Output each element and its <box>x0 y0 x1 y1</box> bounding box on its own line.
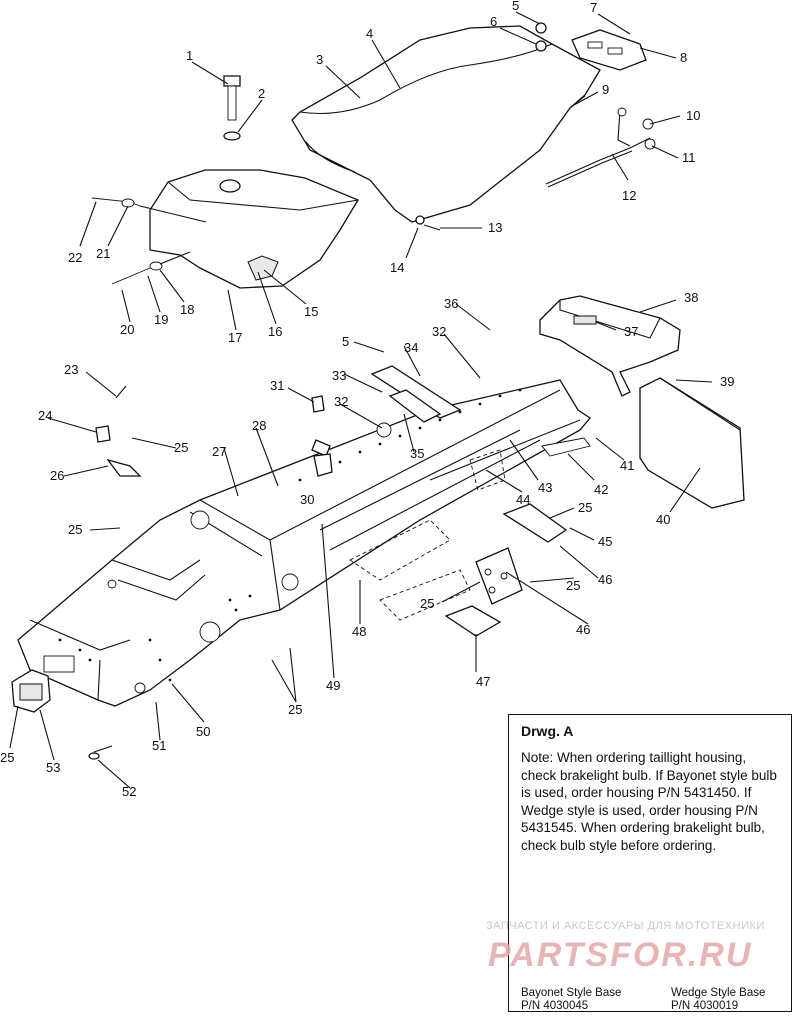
callout-11: 11 <box>682 150 696 165</box>
callout-33: 33 <box>332 368 346 383</box>
callout-50: 50 <box>196 724 210 739</box>
note-text: Note: When ordering taillight housing, c… <box>521 750 777 853</box>
callout-36: 36 <box>444 296 458 311</box>
bayonet-base-label: Bayonet Style Base P/N 4030045 <box>521 987 621 1013</box>
callout-15: 15 <box>304 304 318 319</box>
callout-17: 17 <box>228 330 242 345</box>
fuel-lines <box>91 197 163 285</box>
callout-39: 39 <box>720 374 734 389</box>
callout-53: 53 <box>46 760 60 775</box>
callout-43: 43 <box>538 480 552 495</box>
bayonet-base-name: Bayonet Style Base <box>521 987 622 999</box>
clip-parts <box>311 395 333 477</box>
callout-13: 13 <box>488 220 502 235</box>
callout-21: 21 <box>96 246 110 261</box>
leader-lines <box>9 11 713 789</box>
seat <box>291 25 601 223</box>
callout-20: 20 <box>120 322 134 337</box>
note-title: Drwg. A <box>521 723 574 739</box>
callout-37: 37 <box>624 324 638 339</box>
callout-47: 47 <box>476 674 490 689</box>
wedge-base-pn: P/N 4030019 <box>671 1000 739 1012</box>
callout-7: 7 <box>590 0 597 15</box>
callout-49: 49 <box>326 678 340 693</box>
callout-52: 52 <box>122 784 136 799</box>
callout-1: 1 <box>186 48 193 63</box>
callout-25-a: 25 <box>174 440 188 455</box>
callout-45: 45 <box>598 534 612 549</box>
callout-31: 31 <box>270 378 284 393</box>
callout-27: 27 <box>212 444 226 459</box>
callout-42: 42 <box>594 482 608 497</box>
stiffener-plates <box>370 365 462 438</box>
callout-32-a: 32 <box>334 394 348 409</box>
rear-bumper <box>539 295 681 397</box>
callout-25-f: 25 <box>288 702 302 717</box>
gas-tank <box>149 169 359 289</box>
callout-46-b: 46 <box>576 622 590 637</box>
slide-rail-brackets <box>444 503 568 637</box>
callout-28: 28 <box>252 418 266 433</box>
callout-23: 23 <box>64 362 78 377</box>
seat-bolt <box>415 215 441 231</box>
snow-flap <box>639 377 745 509</box>
callout-5-mid: 5 <box>342 334 349 349</box>
callout-41: 41 <box>620 458 634 473</box>
callout-32-b: 32 <box>432 324 446 339</box>
callout-25-d: 25 <box>566 578 580 593</box>
callout-10: 10 <box>686 108 700 123</box>
callout-26: 26 <box>50 468 64 483</box>
wiring-harness <box>545 107 656 188</box>
callout-30: 30 <box>300 492 314 507</box>
callout-48: 48 <box>352 624 366 639</box>
callout-2: 2 <box>258 86 265 101</box>
callout-25-b: 25 <box>68 522 82 537</box>
wedge-base-label: Wedge Style Base P/N 4030019 <box>671 987 765 1013</box>
bayonet-base-pn: P/N 4030045 <box>521 1000 589 1012</box>
callout-16: 16 <box>268 324 282 339</box>
callout-3: 3 <box>316 52 323 67</box>
callout-5-top: 5 <box>512 0 519 13</box>
wedge-base-name: Wedge Style Base <box>671 987 766 999</box>
note-panel: Drwg. A Note: When ordering taillight ho… <box>508 714 792 1012</box>
callout-24: 24 <box>38 408 52 423</box>
callout-14: 14 <box>390 260 404 275</box>
callout-35: 35 <box>410 446 424 461</box>
callout-25-c: 25 <box>578 500 592 515</box>
callout-40: 40 <box>656 512 670 527</box>
callout-51: 51 <box>152 738 166 753</box>
seat-strap <box>535 22 647 71</box>
callout-4: 4 <box>366 26 373 41</box>
callout-12: 12 <box>622 188 636 203</box>
callout-6: 6 <box>490 14 497 29</box>
callout-8: 8 <box>680 50 687 65</box>
cap <box>88 752 100 760</box>
callout-9: 9 <box>602 82 609 97</box>
callout-46-a: 46 <box>598 572 612 587</box>
fuel-cap-bolt <box>223 75 241 141</box>
callout-38: 38 <box>684 290 698 305</box>
taillight-housing <box>11 669 51 713</box>
watermark-caption: ЗАПЧАСТИ И АКСЕССУАРЫ ДЛЯ МОТОТЕХНИКИ <box>486 920 765 932</box>
callout-34: 34 <box>404 340 418 355</box>
callout-44: 44 <box>516 492 530 507</box>
callout-18: 18 <box>180 302 194 317</box>
callout-19: 19 <box>154 312 168 327</box>
callout-22: 22 <box>68 250 82 265</box>
callout-labels: 1 2 3 4 5 6 7 8 9 10 11 12 13 14 15 16 1… <box>0 0 734 799</box>
callout-25-e: 25 <box>420 596 434 611</box>
watermark-logo: PARTSFOR.RU <box>488 936 753 974</box>
tunnel-chassis <box>17 379 591 707</box>
tunnel-bar <box>429 419 591 481</box>
mount-bracket <box>95 385 142 477</box>
callout-25-g: 25 <box>0 750 14 765</box>
